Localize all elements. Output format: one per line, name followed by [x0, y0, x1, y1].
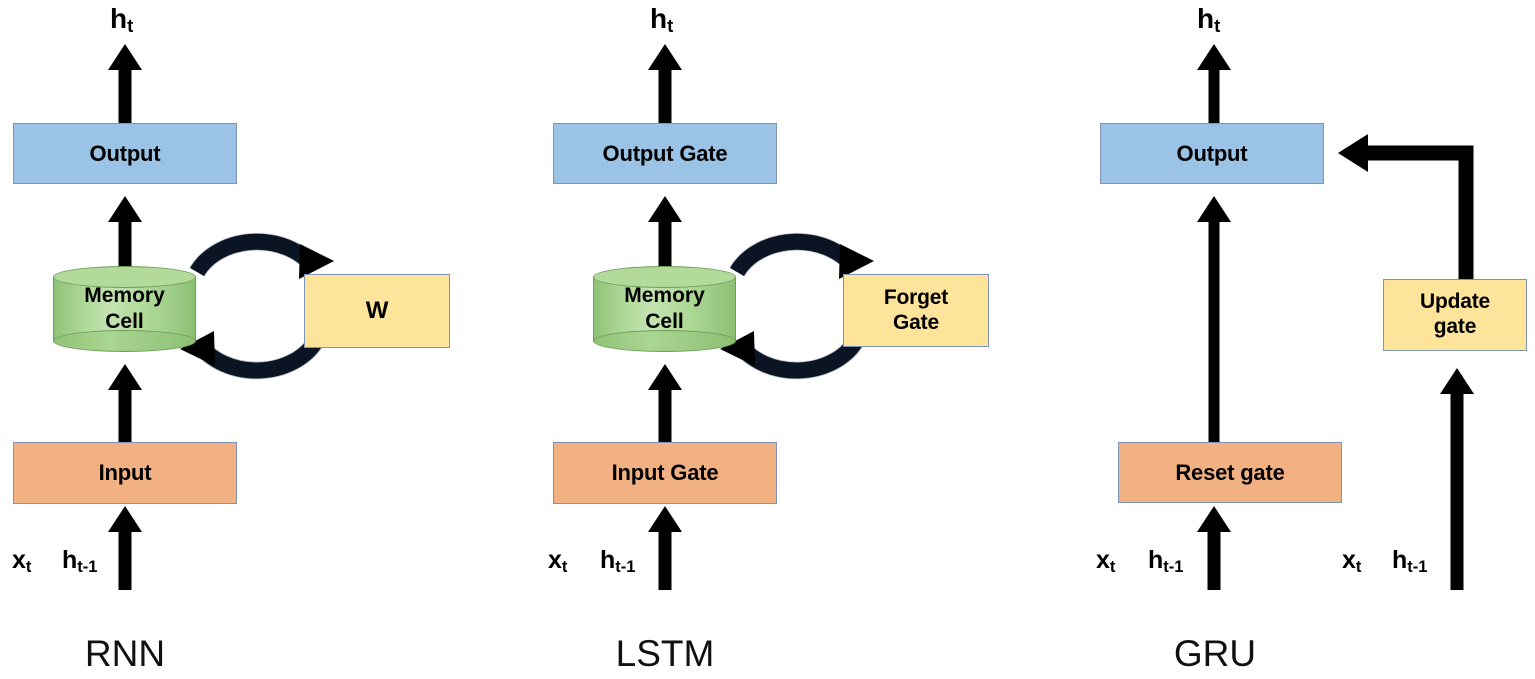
gru-reset-htminus1-label: ht-1 [1148, 546, 1184, 576]
arrow-head-icon [1440, 368, 1474, 394]
gru-output-box[interactable]: Output [1100, 123, 1324, 184]
lstm-arrow-input-to-memory [648, 364, 682, 444]
arrow-shaft [1208, 220, 1220, 442]
rnn-memory-cell[interactable]: Memory Cell [53, 266, 196, 352]
rnn-arrow-inputs-to-input-box [108, 506, 142, 590]
arrow-head-icon [108, 44, 142, 70]
gru-update-gate-box[interactable]: Update gate [1383, 279, 1527, 351]
arrow-head-icon [108, 506, 142, 532]
memory-cell-line-2: Cell [645, 310, 684, 333]
forget-gate-line-1: Forget [883, 285, 949, 309]
lstm-output-ht-label: ht [650, 3, 674, 37]
lstm-output-gate-box[interactable]: Output Gate [553, 123, 777, 184]
memory-cell-line-1: Memory [624, 284, 705, 308]
rnn-xt-label: xt [12, 546, 32, 576]
rnn-arrow-memory-to-output [108, 196, 142, 270]
lstm-arrow-inputs-to-input-box [648, 506, 682, 590]
arrow-shaft [1208, 68, 1220, 124]
lstm-caption: LSTM [615, 633, 715, 674]
cylinder-top-ellipse [53, 266, 196, 288]
gru-arrow-inputs-to-update-gate [1440, 368, 1474, 590]
arrow-shaft [118, 68, 132, 124]
lstm-htminus1-label: ht-1 [600, 546, 636, 576]
arrow-shaft [118, 220, 132, 270]
arrow-shaft [1450, 392, 1464, 590]
rnn-arrow-input-to-memory [108, 364, 142, 444]
cylinder-top-ellipse [593, 266, 736, 288]
rnn-output-ht-label: ht [110, 3, 134, 37]
arrow-head-icon [1197, 506, 1231, 532]
lstm-arrow-output-to-ht [648, 44, 682, 124]
gru-update-xt-label: xt [1342, 546, 1362, 576]
lstm-xt-label: xt [548, 546, 568, 576]
arrow-head-icon [108, 364, 142, 390]
forget-gate-line-2: Gate [893, 310, 939, 334]
memory-cell-line-1: Memory [84, 284, 165, 308]
gru-arrow-reset-to-output [1197, 196, 1231, 442]
rnn-output-box[interactable]: Output [13, 123, 237, 184]
arrow-shaft [1207, 530, 1221, 590]
lstm-arrow-memory-to-output [648, 196, 682, 270]
arrow-shaft [658, 68, 672, 124]
arrow-head-icon [648, 196, 682, 222]
memory-cell-line-2: Cell [105, 310, 144, 333]
arrow-head-icon [648, 44, 682, 70]
arrow-head-icon [1197, 44, 1231, 70]
gru-reset-gate-box[interactable]: Reset gate [1118, 442, 1342, 503]
arrow-head-icon [648, 364, 682, 390]
rnn-memory-cell-label: Memory Cell [53, 266, 196, 352]
rnn-weight-box[interactable]: W [304, 274, 450, 348]
lstm-forget-gate-box[interactable]: Forget Gate [843, 274, 989, 347]
rnn-input-box[interactable]: Input [13, 442, 237, 504]
gru-arrow-output-to-ht [1197, 44, 1231, 124]
lstm-input-gate-box[interactable]: Input Gate [553, 442, 777, 504]
update-gate-line-1: Update [1420, 290, 1490, 314]
gru-reset-xt-label: xt [1096, 546, 1116, 576]
gru-output-ht-label: ht [1197, 3, 1221, 37]
lstm-memory-cell-label: Memory Cell [593, 266, 736, 352]
lstm-memory-cell[interactable]: Memory Cell [593, 266, 736, 352]
update-gate-line-2: gate [1433, 315, 1477, 338]
arrow-head-icon [108, 196, 142, 222]
rnn-arrow-output-to-ht [108, 44, 142, 124]
arrow-head-icon [1197, 196, 1231, 222]
panel-rnn: ht Output Memory Cell W [0, 0, 500, 679]
gru-update-htminus1-label: ht-1 [1392, 546, 1428, 576]
arrow-shaft [658, 530, 672, 590]
arrow-shaft [658, 388, 672, 444]
arrow-shaft [118, 388, 132, 444]
panel-lstm: ht Output Gate Memory Cell Forget Gate [548, 3, 989, 674]
arrow-shaft [118, 530, 132, 590]
rnn-caption: RNN [84, 633, 166, 674]
gru-caption: GRU [1173, 633, 1257, 674]
arrow-shaft [658, 220, 672, 270]
rnn-htminus1-label: ht-1 [62, 546, 98, 576]
arrow-head-icon [648, 506, 682, 532]
gru-arrow-inputs-to-reset-gate [1197, 506, 1231, 590]
